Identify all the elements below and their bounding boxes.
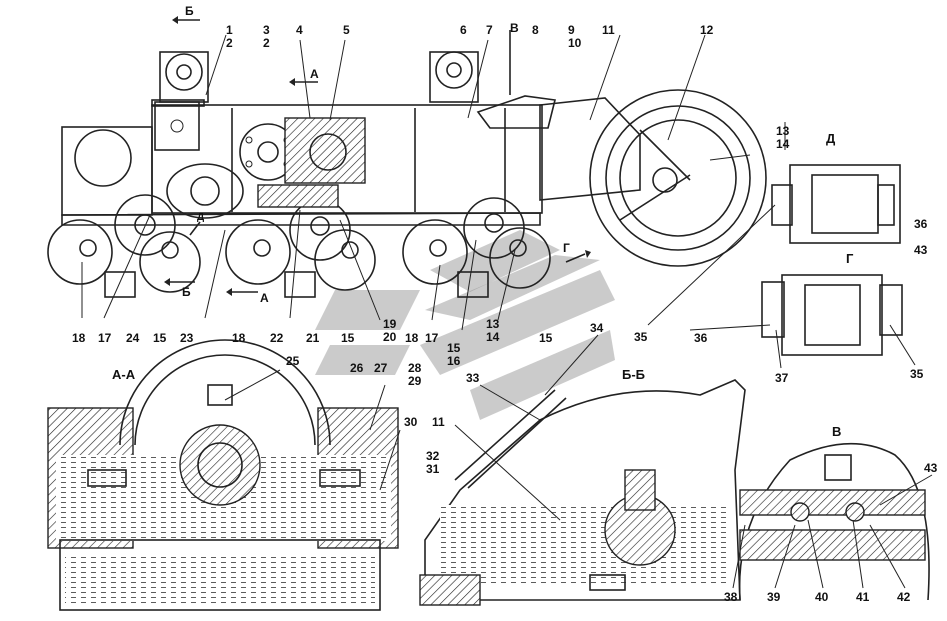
- callout-13: 13: [486, 317, 500, 331]
- callout-15: 15: [447, 341, 461, 355]
- callout-5: 5: [343, 23, 350, 37]
- arrow-b-low-label: Б: [182, 285, 191, 299]
- callout-10: 10: [568, 36, 582, 50]
- callout-4: 4: [296, 23, 303, 37]
- callout-1: 1: [226, 23, 233, 37]
- callout-36: 36: [694, 331, 708, 345]
- arrow-b-top-label: Б: [185, 4, 194, 18]
- callout-41: 41: [856, 590, 870, 604]
- arrow-v-label: В: [510, 21, 519, 35]
- callout-40: 40: [815, 590, 829, 604]
- callout-3: 3: [263, 23, 270, 37]
- callout-25: 25: [286, 354, 300, 368]
- callout-43: 43: [924, 461, 938, 475]
- callout-14: 14: [776, 137, 790, 151]
- callout-35: 35: [634, 330, 648, 344]
- callout-8: 8: [532, 23, 539, 37]
- callout-26: 26: [350, 361, 364, 375]
- callout-21: 21: [306, 331, 320, 345]
- arrow-d-label: Д: [197, 212, 205, 223]
- callout-17: 17: [98, 331, 112, 345]
- callout-11: 11: [602, 23, 615, 37]
- callout-42: 42: [897, 590, 911, 604]
- view-d-title: Д: [826, 131, 836, 146]
- roller-assemblies: [47, 184, 551, 298]
- callout-11: 11: [432, 415, 445, 429]
- callout-32: 32: [426, 449, 440, 463]
- callout-27: 27: [374, 361, 388, 375]
- callout-15: 15: [153, 331, 167, 345]
- callout-29: 29: [408, 374, 422, 388]
- section-bb-title: Б-Б: [622, 367, 646, 382]
- callout-37: 37: [775, 371, 789, 385]
- section-aa-drawing: [47, 339, 399, 611]
- arrow-g-label: Г: [563, 241, 570, 255]
- callout-24: 24: [126, 331, 140, 345]
- callout-38: 38: [724, 590, 738, 604]
- callout-43: 43: [914, 243, 928, 257]
- callout-39: 39: [767, 590, 781, 604]
- arrow-a-low-label: А: [260, 291, 269, 305]
- detail-v-drawing: [738, 442, 930, 601]
- callout-15: 15: [539, 331, 553, 345]
- callout-13: 13: [776, 124, 790, 138]
- callout-28: 28: [408, 361, 422, 375]
- callout-15: 15: [341, 331, 355, 345]
- callout-2: 2: [226, 36, 233, 50]
- leader-lines: [81, 34, 933, 589]
- view-v-title: В: [832, 424, 842, 439]
- callout-7: 7: [486, 23, 493, 37]
- callout-6: 6: [460, 23, 467, 37]
- callout-33: 33: [466, 371, 480, 385]
- callout-14: 14: [486, 330, 500, 344]
- callout-18: 18: [232, 331, 246, 345]
- view-g-roller: [761, 274, 903, 356]
- callout-19: 19: [383, 317, 397, 331]
- callout-18: 18: [72, 331, 86, 345]
- section-aa-title: А-А: [112, 367, 136, 382]
- view-d-roller: [771, 164, 901, 244]
- callout-36: 36: [914, 217, 928, 231]
- callout-9: 9: [568, 23, 575, 37]
- track-frame: [61, 51, 767, 267]
- callout-2: 2: [263, 36, 270, 50]
- callout-22: 22: [270, 331, 284, 345]
- callout-20: 20: [383, 330, 397, 344]
- callout-12: 12: [700, 23, 714, 37]
- callout-35: 35: [910, 367, 924, 381]
- section-arrows: [164, 16, 591, 296]
- arrow-a-mid-label: А: [310, 67, 319, 81]
- callout-16: 16: [447, 354, 461, 368]
- callout-17: 17: [425, 331, 439, 345]
- callout-34: 34: [590, 321, 604, 335]
- section-bb-drawing: [419, 379, 746, 606]
- callout-18: 18: [405, 331, 419, 345]
- callout-31: 31: [426, 462, 440, 476]
- callout-30: 30: [404, 415, 418, 429]
- callout-23: 23: [180, 331, 194, 345]
- view-g-title: Г: [846, 251, 854, 266]
- watermark: [315, 230, 615, 420]
